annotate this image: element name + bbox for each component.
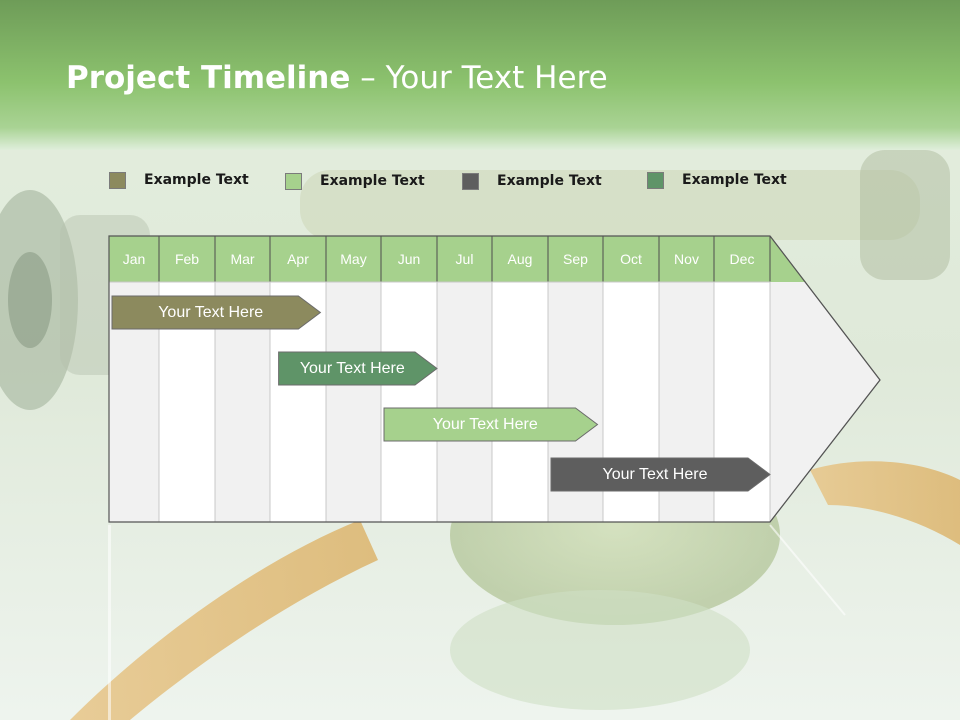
month-label: Jun	[397, 251, 421, 267]
legend-item: Example Text	[647, 170, 787, 190]
month-column	[380, 281, 438, 523]
legend-label: Example Text	[682, 172, 787, 188]
legend-label: Example Text	[144, 172, 249, 188]
month-header-cell	[158, 235, 216, 283]
task-bar-label: Your Text Here	[299, 360, 405, 377]
month-label: May	[340, 251, 367, 267]
task-bar	[550, 457, 771, 492]
legend-swatch	[647, 171, 664, 189]
task-bar-label: Your Text Here	[602, 466, 708, 483]
task-bar-label: Your Text Here	[432, 416, 538, 433]
legend-swatch	[109, 171, 126, 189]
month-header-cell	[436, 235, 493, 283]
month-header-cell	[108, 235, 160, 283]
task-bar	[111, 295, 322, 330]
title-rest: – Your Text Here	[350, 60, 608, 96]
month-column	[491, 281, 549, 523]
month-header-cell	[325, 235, 382, 283]
legend-item: Example Text	[285, 171, 425, 191]
task-bars	[111, 295, 771, 492]
month-label: Feb	[174, 251, 200, 267]
month-column	[325, 281, 382, 523]
month-column	[436, 281, 493, 523]
month-label: Sep	[563, 251, 588, 267]
month-label: Dec	[729, 251, 755, 267]
legend-label: Example Text	[497, 173, 602, 189]
month-label: Nov	[674, 251, 699, 267]
legend-swatch	[462, 172, 479, 190]
month-header-cell	[380, 235, 438, 283]
month-label: Oct	[620, 251, 642, 267]
month-label: Jul	[455, 251, 474, 267]
arrow-outline	[108, 235, 881, 523]
title-bold: Project Timeline	[66, 60, 351, 96]
month-header-cell	[269, 235, 327, 283]
month-label: Jan	[122, 251, 146, 267]
month-label: Mar	[230, 251, 255, 267]
task-bar-label: Your Text Here	[158, 304, 264, 321]
legend-item: Example Text	[109, 170, 249, 190]
task-bar	[383, 407, 599, 442]
month-header-cell	[491, 235, 549, 283]
legend-swatch	[285, 172, 302, 190]
page-title: Project Timeline – Your Text Here	[66, 60, 608, 96]
month-label: Apr	[287, 251, 309, 267]
month-label: Aug	[507, 251, 533, 267]
legend-item: Example Text	[462, 171, 602, 191]
task-bar	[278, 351, 438, 386]
legend-label: Example Text	[320, 173, 425, 189]
